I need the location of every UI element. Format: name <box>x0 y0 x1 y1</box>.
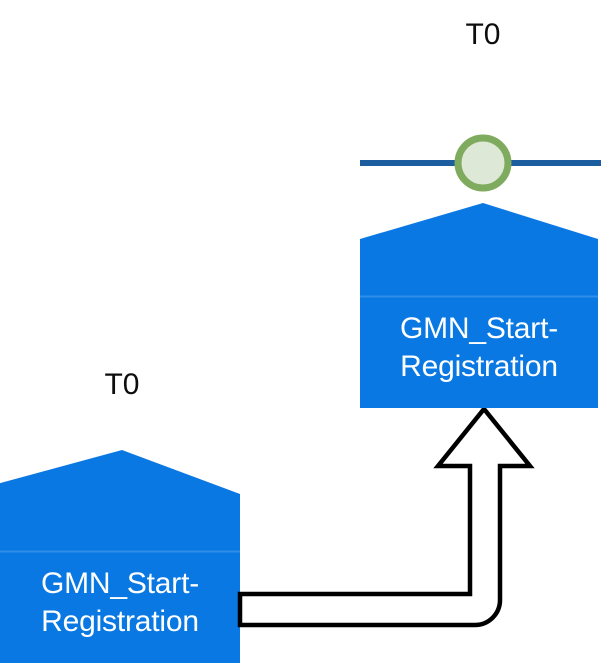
message-flow-arrow[interactable] <box>237 405 535 628</box>
start-event-icon[interactable] <box>454 134 512 192</box>
bottom-node[interactable] <box>0 450 240 663</box>
bottom-node-time-label: T0 <box>104 368 140 401</box>
top-node-time-label: T0 <box>465 18 501 51</box>
top-node-shape[interactable] <box>360 203 598 408</box>
top-node[interactable] <box>360 203 598 408</box>
bottom-node-shape[interactable] <box>0 450 240 663</box>
